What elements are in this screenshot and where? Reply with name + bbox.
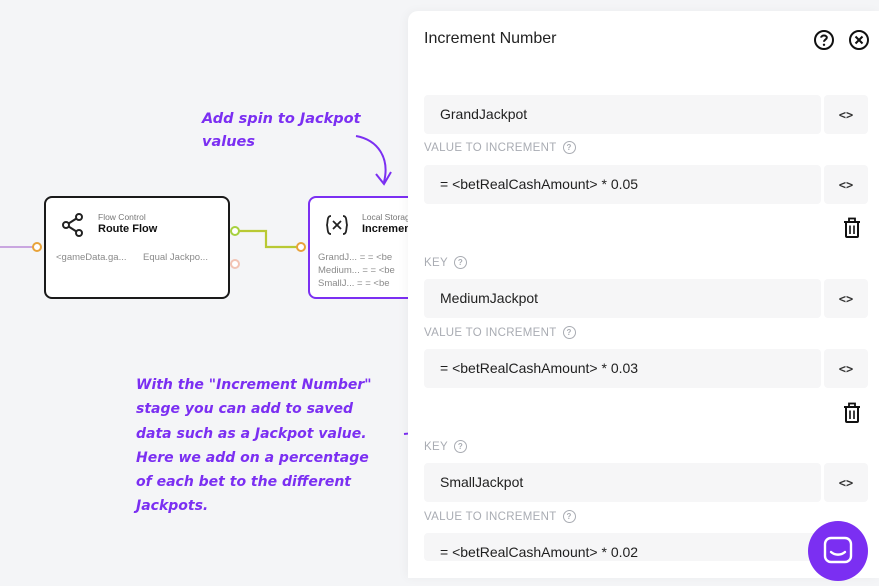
trash-icon[interactable]: [842, 217, 862, 239]
key-input-medium[interactable]: MediumJackpot: [424, 279, 821, 318]
value-label-text: VALUE TO INCREMENT: [424, 510, 557, 523]
value-input-medium[interactable]: = <betRealCashAmount> * 0.03: [424, 349, 821, 388]
input-port[interactable]: [32, 242, 42, 252]
value-input-small[interactable]: = <betRealCashAmount> * 0.02: [424, 533, 821, 561]
settings-panel: Increment Number GrandJackpot <> VALUE T…: [408, 11, 879, 578]
info-icon: ?: [453, 256, 467, 269]
code-toggle-button[interactable]: <>: [824, 95, 868, 134]
info-icon: ?: [562, 326, 576, 339]
output-port-false[interactable]: [230, 259, 240, 269]
info-icon: ?: [562, 141, 576, 154]
chat-icon: [823, 536, 853, 564]
annotation-line: of each bet to the different: [136, 474, 351, 491]
route-flow-node[interactable]: Flow Control Route Flow <gameData.ga... …: [44, 196, 230, 299]
annotation-line: data such as a Jackpot value.: [136, 425, 367, 442]
input-port[interactable]: [296, 242, 306, 252]
annotation-bottom: With the "Increment Number" stage you ca…: [136, 373, 406, 519]
node-row: SmallJ... = = <be: [318, 278, 390, 289]
key-label: KEY ?: [424, 256, 467, 269]
code-toggle-button[interactable]: <>: [824, 349, 868, 388]
value-label: VALUE TO INCREMENT ?: [424, 510, 576, 523]
route-condition-right: Equal Jackpo...: [143, 252, 208, 263]
help-icon[interactable]: [813, 29, 835, 51]
code-toggle-button[interactable]: <>: [824, 279, 868, 318]
key-label: KEY ?: [424, 440, 467, 453]
info-icon: ?: [453, 440, 467, 453]
route-condition-left: <gameData.ga...: [56, 252, 127, 263]
info-icon: ?: [562, 510, 576, 523]
panel-title: Increment Number: [424, 30, 557, 47]
value-label-text: VALUE TO INCREMENT: [424, 326, 557, 339]
annotation-line: Here we add on a percentage: [136, 449, 369, 466]
key-label-text: KEY: [424, 256, 448, 269]
annotation-line: stage you can add to saved: [136, 401, 354, 418]
variable-icon: [326, 215, 348, 235]
value-input-grand[interactable]: = <betRealCashAmount> * 0.05: [424, 165, 821, 204]
output-port-true[interactable]: [230, 226, 240, 236]
annotation-line: Jackpots.: [136, 498, 209, 515]
trash-icon[interactable]: [842, 402, 862, 424]
code-toggle-button[interactable]: <>: [824, 165, 868, 204]
annotation-top: Add spin to Jackpot values: [202, 108, 392, 154]
node-category: Local Storage: [362, 212, 415, 222]
chat-launcher-button[interactable]: [808, 521, 868, 581]
node-category: Flow Control: [98, 212, 146, 222]
key-input-small[interactable]: SmallJackpot: [424, 463, 821, 502]
key-input-grand[interactable]: GrandJackpot: [424, 95, 821, 134]
code-toggle-button[interactable]: <>: [824, 463, 868, 502]
node-row: Medium... = = <be: [318, 265, 395, 276]
close-icon[interactable]: [848, 29, 870, 51]
share-icon: [62, 213, 83, 237]
node-title: Route Flow: [98, 223, 158, 235]
value-label-text: VALUE TO INCREMENT: [424, 141, 557, 154]
annotation-line: values: [202, 134, 255, 150]
value-label: VALUE TO INCREMENT ?: [424, 141, 576, 154]
value-label: VALUE TO INCREMENT ?: [424, 326, 576, 339]
annotation-line: With the "Increment Number": [136, 377, 372, 393]
node-title: Increment: [362, 223, 415, 235]
annotation-line: Add spin to Jackpot: [202, 111, 361, 127]
key-label-text: KEY: [424, 440, 448, 453]
node-row: GrandJ... = = <be: [318, 252, 393, 263]
